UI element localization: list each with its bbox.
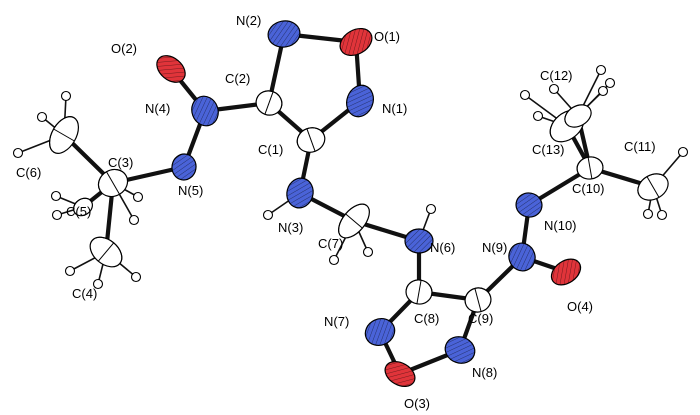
hydrogen-atom-18 xyxy=(519,89,531,101)
label-o3: O(3) xyxy=(404,396,430,411)
atoms-layer xyxy=(48,20,669,388)
label-o1: O(1) xyxy=(374,29,400,44)
atom-c12 xyxy=(564,104,592,128)
label-n5: N(5) xyxy=(178,183,203,198)
label-c11: C(11) xyxy=(624,139,656,154)
hydrogen-atom-9 xyxy=(130,271,142,283)
label-n8: N(8) xyxy=(472,365,497,380)
atom-n1 xyxy=(346,84,374,118)
label-c12: C(12) xyxy=(540,68,573,83)
label-c7: C(7) xyxy=(318,236,343,251)
label-c4: C(4) xyxy=(72,286,97,301)
atom-c1 xyxy=(296,127,326,153)
label-c8: C(8) xyxy=(414,311,439,326)
label-n1: N(1) xyxy=(382,101,407,116)
atom-c3 xyxy=(97,168,129,198)
atom-n3 xyxy=(286,177,314,209)
atom-n8 xyxy=(444,336,476,364)
atom-c5 xyxy=(73,197,93,217)
atom-c7 xyxy=(338,203,370,239)
label-c5: C(5) xyxy=(66,204,91,219)
hydrogen-atom-16 xyxy=(548,83,560,95)
atom-n4 xyxy=(191,95,219,127)
atom-c10 xyxy=(576,156,604,180)
hydrogen-atom-23 xyxy=(656,209,668,221)
label-c6: C(6) xyxy=(16,165,41,180)
label-c2: C(2) xyxy=(225,71,250,86)
label-c3: C(3) xyxy=(108,155,133,170)
bonds-layer xyxy=(61,31,656,377)
atom-o4 xyxy=(550,258,582,286)
hydrogen-atom-13 xyxy=(362,246,374,258)
label-c10: C(10) xyxy=(572,181,605,196)
label-c9: C(9) xyxy=(468,311,493,326)
atom-o1 xyxy=(339,27,373,57)
atom-n5 xyxy=(171,153,197,181)
atom-n10 xyxy=(515,192,543,218)
label-o2: O(2) xyxy=(111,41,137,56)
hydrogen-atom-6 xyxy=(132,191,144,203)
hydrogen-atom-14 xyxy=(425,203,437,215)
hydrogen-atom-1 xyxy=(36,111,48,123)
hydrogen-atom-4 xyxy=(50,190,62,202)
atom-o3 xyxy=(384,360,416,388)
hydrogen-atom-17 xyxy=(604,77,616,89)
hydrogen-atom-20 xyxy=(532,110,544,122)
hydrogen-atom-11 xyxy=(262,209,274,221)
atom-c9 xyxy=(464,287,492,313)
label-n7: N(7) xyxy=(324,314,349,329)
hydrogen-atom-19 xyxy=(597,85,609,97)
hydrogen-atom-15 xyxy=(595,64,607,76)
hydrogen-atom-7 xyxy=(128,214,140,226)
hydrogen-atom-10 xyxy=(92,278,104,290)
atom-c2 xyxy=(255,90,283,116)
atom-c11 xyxy=(637,173,669,201)
hydrogen-atom-3 xyxy=(60,90,72,102)
label-c1: C(1) xyxy=(258,142,283,157)
atom-n9 xyxy=(508,242,536,272)
atom-c8 xyxy=(405,279,433,305)
label-n6: N(6) xyxy=(430,240,455,255)
hydrogen-atom-5 xyxy=(51,209,63,221)
hydrogen-atom-2 xyxy=(12,147,24,159)
hydrogen-atoms-layer xyxy=(12,64,689,290)
atom-c6 xyxy=(48,116,80,154)
label-n3: N(3) xyxy=(278,220,303,235)
atom-c4 xyxy=(89,236,123,268)
label-o4: O(4) xyxy=(567,299,593,314)
label-c13: C(13) xyxy=(532,142,565,157)
hydrogen-atom-22 xyxy=(642,208,654,220)
hydrogen-atom-8 xyxy=(64,265,76,277)
label-n4: N(4) xyxy=(145,101,170,116)
hydrogen-atom-12 xyxy=(328,254,340,266)
hydrogen-atom-21 xyxy=(677,146,689,158)
atom-labels-layer: N(2) O(1) O(2) C(2) N(4) N(1) C(1) C(6) … xyxy=(16,13,656,411)
label-n2: N(2) xyxy=(236,13,261,28)
atom-n2 xyxy=(267,20,301,48)
atom-o2 xyxy=(156,55,186,83)
label-n9: N(9) xyxy=(482,240,507,255)
atom-n7 xyxy=(364,318,396,346)
label-n10: N(10) xyxy=(544,218,577,233)
atom-n6 xyxy=(404,228,434,254)
